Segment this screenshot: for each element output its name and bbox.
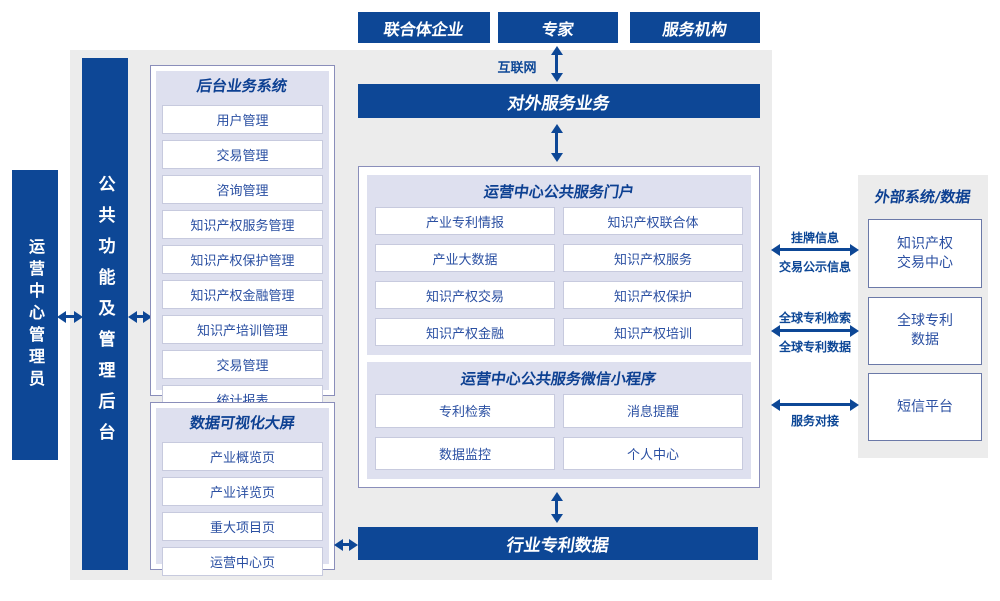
portal-item: 产业大数据: [375, 244, 555, 272]
portal-section: 运营中心公共服务门户 产业专利情报 知识产权联合体 产业大数据 知识产权服务 知…: [367, 175, 751, 355]
industry-patent-data-bar: 行业专利数据: [358, 527, 758, 560]
portal-item: 知识产权金融: [375, 318, 555, 346]
arrow-center-to-patent-data: [550, 492, 563, 523]
center-service-box: 运营中心公共服务门户 产业专利情报 知识产权联合体 产业大数据 知识产权服务 知…: [358, 166, 760, 488]
label-listing-info: 挂牌信息: [790, 231, 839, 245]
data-visualization-item: 产业概览页: [162, 442, 323, 471]
external-service-bar-label: 对外服务业务: [506, 93, 612, 114]
external-system-sms-platform: 短信平台: [868, 373, 982, 441]
external-system-ip-trade-center: 知识产权 交易中心: [868, 219, 982, 288]
label-global-patent-data: 全球专利数据: [778, 340, 851, 354]
miniprogram-item: 专利检索: [375, 394, 555, 428]
arrow-center-to-sms-platform: [771, 398, 859, 411]
backend-system-item: 交易管理: [162, 140, 323, 169]
node-service-agency-label: 服务机构: [661, 19, 729, 39]
arrow-center-to-global-patent-data: [771, 324, 859, 337]
portal-item: 知识产权联合体: [563, 207, 743, 235]
arrow-expert-to-external-service: [550, 46, 563, 82]
miniprogram-title: 运营中心公共服务微信小程序: [460, 370, 658, 388]
portal-item: 知识产权服务: [563, 244, 743, 272]
backend-system-box: 后台业务系统 用户管理 交易管理 咨询管理 知识产权服务管理 知识产权保护管理 …: [150, 65, 335, 414]
internet-label: 互联网: [497, 61, 537, 76]
external-system-global-patent-data: 全球专利 数据: [868, 297, 982, 365]
backend-system-item: 知识产权金融管理: [162, 280, 323, 309]
arrow-visualization-to-patent-data: [334, 538, 358, 551]
external-system-label-line: 短信平台: [897, 398, 953, 415]
label-global-patent-search: 全球专利检索: [778, 311, 851, 325]
label-trade-public-info: 交易公示信息: [778, 260, 851, 274]
node-service-agency: 服务机构: [630, 12, 760, 43]
backend-system-item: 交易管理: [162, 350, 323, 379]
public-function-backend-label: 公共功能及管理后台: [94, 174, 115, 454]
industry-patent-data-label: 行业专利数据: [505, 536, 611, 556]
external-systems-title: 外部系统/数据: [873, 188, 972, 206]
data-visualization-title: 数据可视化大屏: [188, 414, 297, 432]
node-consortium-enterprise-label: 联合体企业: [382, 19, 466, 39]
arrow-center-to-ip-trade-center: [771, 243, 859, 256]
backend-system-item: 咨询管理: [162, 175, 323, 204]
miniprogram-grid: 专利检索 消息提醒 数据监控 个人中心: [375, 394, 743, 470]
external-system-label-line: 全球专利: [897, 313, 953, 330]
portal-grid: 产业专利情报 知识产权联合体 产业大数据 知识产权服务 知识产权交易 知识产权保…: [375, 207, 743, 346]
miniprogram-item: 消息提醒: [563, 394, 743, 428]
external-service-bar: 对外服务业务: [358, 84, 760, 118]
external-system-label-line: 数据: [911, 332, 939, 348]
arrow-external-service-to-portal: [550, 124, 563, 162]
external-system-label-line: 知识产权: [897, 235, 953, 252]
backend-system-item: 知识产权保护管理: [162, 245, 323, 274]
miniprogram-item: 数据监控: [375, 436, 555, 470]
arrow-admin-to-backend: [57, 310, 83, 323]
node-consortium-enterprise: 联合体企业: [358, 12, 490, 43]
operation-center-admin-bar: 运营中心管理员: [12, 170, 58, 460]
data-visualization-item: 产业详览页: [162, 477, 323, 506]
backend-system-item: 用户管理: [162, 105, 323, 134]
portal-item: 知识产权交易: [375, 281, 555, 309]
portal-item: 知识产权保护: [563, 281, 743, 309]
arrow-backend-to-backend-system: [128, 310, 152, 323]
label-service-docking: 服务对接: [790, 414, 839, 428]
backend-system-title: 后台业务系统: [196, 77, 289, 95]
node-expert-label: 专家: [540, 19, 576, 39]
portal-item: 产业专利情报: [375, 207, 555, 235]
miniprogram-section: 运营中心公共服务微信小程序 专利检索 消息提醒 数据监控 个人中心: [367, 362, 751, 479]
data-visualization-item: 运营中心页: [162, 547, 323, 576]
public-function-backend-bar: 公共功能及管理后台: [82, 58, 128, 570]
portal-title: 运营中心公共服务门户: [482, 183, 636, 201]
portal-item: 知识产权培训: [563, 318, 743, 346]
external-system-label-line: 交易中心: [897, 254, 953, 271]
operation-center-admin-label: 运营中心管理员: [26, 238, 45, 392]
backend-system-panel: 后台业务系统 用户管理 交易管理 咨询管理 知识产权服务管理 知识产权保护管理 …: [156, 71, 329, 414]
data-visualization-item: 重大项目页: [162, 512, 323, 541]
miniprogram-item: 个人中心: [563, 436, 743, 470]
data-visualization-box: 数据可视化大屏 产业概览页 产业详览页 重大项目页 运营中心页: [150, 402, 335, 576]
data-visualization-panel: 数据可视化大屏 产业概览页 产业详览页 重大项目页 运营中心页: [156, 408, 329, 576]
backend-system-item: 知识产培训管理: [162, 315, 323, 344]
node-expert: 专家: [498, 12, 618, 43]
backend-system-item: 知识产权服务管理: [162, 210, 323, 239]
